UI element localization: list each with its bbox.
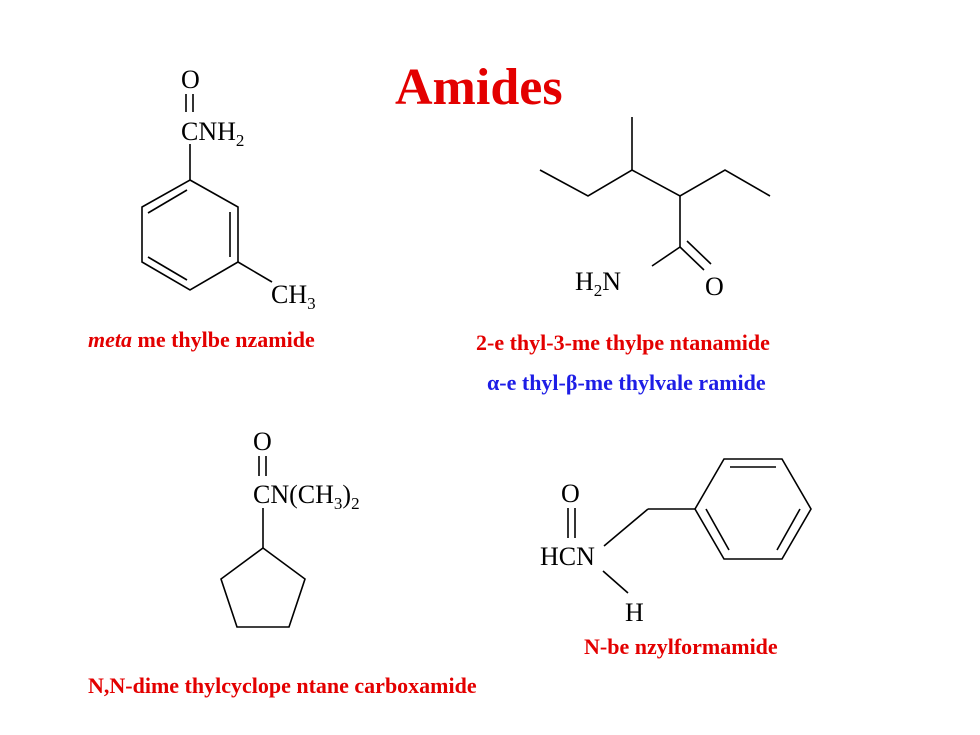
atom-h2n-h: H [575, 267, 594, 296]
benzene-ring [694, 458, 812, 560]
atom-cn-ch3-2: CN(CH3)2 [253, 480, 360, 513]
name-rest: me thylbe nzamide [132, 327, 315, 352]
atom-cn-subscript-2: 2 [351, 494, 360, 513]
atom-cnh2-subscript: 2 [236, 131, 245, 150]
benzene-ring [141, 179, 239, 291]
bond-c-o-2 [686, 240, 712, 265]
name-iupac-ethylmethylpentanamide: 2-e thyl-3-me thylpe ntanamide [476, 330, 770, 355]
atom-hcn: HCN [540, 542, 595, 571]
atom-hydrogen: H [625, 598, 644, 627]
ring-inner-bond-3 [705, 508, 730, 551]
bond-c-o-1 [679, 246, 705, 271]
atom-cn-main: CN(CH [253, 480, 334, 509]
ring-inner-bond-1 [147, 189, 188, 214]
atom-oxygen: O [253, 427, 272, 456]
bond-c-n [651, 246, 681, 267]
atom-cnh2: CNH2 [181, 117, 244, 150]
name-prefix-meta: meta [88, 327, 132, 352]
carbon-chain [539, 169, 771, 197]
name-benzylformamide: N-be nzylformamide [584, 634, 778, 659]
bond-n-ch2 [603, 508, 649, 547]
bond-ring-ch3 [237, 261, 273, 283]
name-beta-symbol: β [565, 370, 578, 395]
name-meta-methylbenzamide: meta me thylbe nzamide [88, 327, 315, 353]
atom-oxygen: O [561, 479, 580, 508]
ring-inner-bond-2 [776, 508, 801, 551]
atom-ch3: CH3 [271, 280, 316, 313]
name-alpha-symbol: α [487, 370, 500, 395]
name-common-mid: -e thyl- [499, 370, 566, 395]
atom-ch3-subscript: 3 [307, 294, 316, 313]
slide-title: Amides [395, 59, 563, 116]
atom-cn-subscript-3: 3 [334, 494, 343, 513]
structure-meta-methylbenzamide: O CNH2 CH3 [141, 65, 316, 313]
atom-cn-close: ) [342, 480, 351, 509]
name-common-ethylmethylvaleramide: α-e thyl-β-me thylvale ramide [487, 370, 766, 396]
name-dimethylcyclopentanecarboxamide: N,N-dime thylcyclope ntane carboxamide [88, 673, 477, 698]
ring-inner-bond-3 [147, 256, 188, 281]
cyclopentane-ring [220, 547, 306, 628]
structure-dimethylcyclopentanecarboxamide: O CN(CH3)2 [220, 427, 360, 628]
bond-n-h [602, 570, 629, 594]
atom-oxygen: O [181, 65, 200, 94]
atom-cnh2-main: CNH [181, 117, 236, 146]
atom-h2n-subscript: 2 [594, 281, 603, 300]
atom-oxygen: O [705, 272, 724, 301]
atom-h2n-n: N [602, 267, 621, 296]
structure-benzylformamide: O HCN H [540, 458, 812, 627]
structure-ethylmethylpentanamide: H2N O [539, 117, 771, 301]
name-common-end: -me thylvale ramide [577, 370, 766, 395]
atom-h2n: H2N [575, 267, 621, 300]
atom-ch3-main: CH [271, 280, 307, 309]
